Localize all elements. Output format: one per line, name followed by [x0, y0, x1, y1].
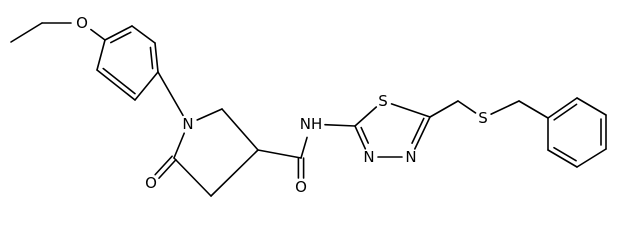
- bond-cCH2s-S2: [457, 100, 477, 114]
- bond-b5-b6-inner: [553, 146, 577, 162]
- bond-t2-S1: [354, 106, 378, 127]
- bond-a4-a5: [134, 71, 159, 101]
- atom-amide-oxygen: O: [295, 178, 307, 196]
- bond-NH-t2: [324, 123, 356, 127]
- bond-N3-t2: [354, 125, 367, 150]
- bond-S1-t5: [390, 103, 431, 118]
- atom-ketone-oxygen: O: [145, 174, 157, 192]
- atom-thiadiazole-nitrogen-right: N: [405, 148, 416, 166]
- bond-cAm-NH: [300, 136, 308, 159]
- bond-cCO-Oket: [154, 155, 173, 176]
- bond-N3-t2-inner: [360, 126, 370, 144]
- bond-b5-b6: [547, 149, 578, 168]
- bond-b1-b2: [547, 97, 578, 119]
- bond-b2-b3: [576, 97, 607, 116]
- atom-thiadiazole-sulfur: S: [378, 92, 388, 110]
- atom-ether-oxygen: O: [76, 14, 88, 32]
- bond-t5-cCH2s: [429, 100, 459, 118]
- bond-b1-b2-inner: [553, 103, 578, 121]
- bond-a5-a6: [96, 69, 136, 101]
- bond-cMe-cCH2: [10, 22, 43, 43]
- bond-b4-b5: [576, 148, 607, 168]
- atom-label-layer: O N O O NH S N N S: [76, 14, 488, 196]
- bond-a5-a6-inner: [102, 67, 136, 95]
- bond-a1-a2-inner: [110, 31, 132, 44]
- atom-thioether-sulfur: S: [478, 109, 488, 127]
- bond-cCH2b-cCO: [173, 157, 212, 197]
- bond-cCH-cCH2b: [210, 149, 259, 197]
- atom-pyrrolidine-nitrogen: N: [182, 115, 193, 133]
- bond-layer: [10, 22, 607, 197]
- atom-amide-nh: NH: [300, 115, 323, 133]
- bond-N1-cCH2r: [196, 108, 223, 121]
- bond-cCH-cAm: [257, 149, 302, 159]
- bond-cCO-N1: [173, 132, 185, 159]
- bond-cBn-b1: [518, 100, 549, 119]
- bond-t5-N4-inner: [411, 117, 425, 144]
- bond-a4-N1: [157, 71, 184, 117]
- bond-a3-a4-inner: [149, 46, 154, 70]
- atom-thiadiazole-nitrogen-left: N: [363, 148, 374, 166]
- bond-O1-a1: [90, 28, 106, 41]
- bond-cCO-Oket-second: [158, 158, 177, 179]
- bond-cCH2r-cCH: [221, 108, 259, 151]
- chemical-structure: O N O O NH S N N S: [10, 14, 607, 197]
- bond-t5-N4: [414, 116, 431, 150]
- bond-a1-a2: [104, 25, 133, 41]
- bond-a6-a1: [96, 39, 106, 71]
- bond-S2-cBn: [490, 100, 520, 115]
- bond-a2-a3: [131, 25, 156, 44]
- bond-a3-a4: [154, 42, 159, 73]
